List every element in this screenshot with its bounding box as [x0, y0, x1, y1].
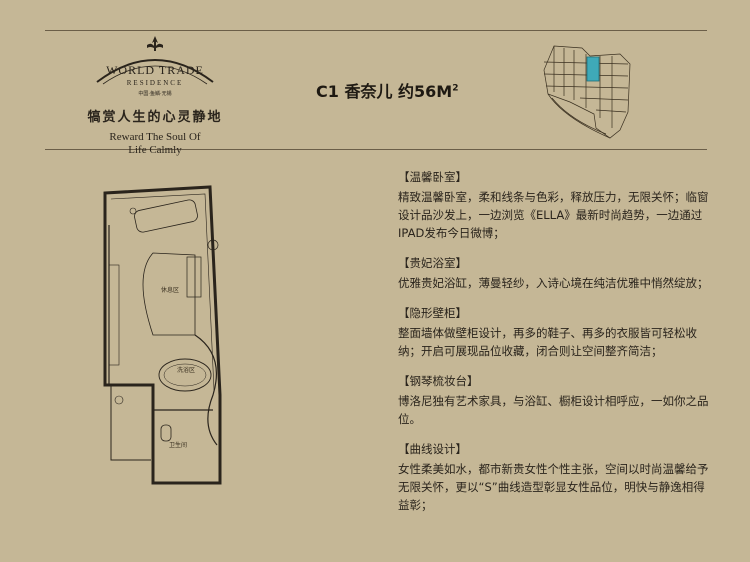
section-heading: 【隐形壁柜】	[398, 306, 467, 320]
slogan-en-line1: Reward The Soul Of	[109, 131, 201, 143]
section-body: 精致温馨卧室，柔和线条与色彩，释放压力，无限关怀；临窗设计品沙发上，一边浏览《E…	[398, 190, 709, 240]
logo-text-sub: RESIDENCE	[127, 79, 184, 87]
description-panel: 【温馨卧室】 精致温馨卧室，柔和线条与色彩，释放压力，无限关怀；临窗设计品沙发上…	[398, 168, 710, 526]
section-bathroom: 【贵妃浴室】 优雅贵妃浴缸，薄曼轻纱，入诗心境在纯洁优雅中悄然绽放；	[398, 254, 710, 292]
room-label-bedroom: 休息区	[161, 286, 179, 294]
section-wardrobe: 【隐形壁柜】 整面墙体做壁柜设计，再多的鞋子、再多的衣服皆可轻松收纳；开启可展现…	[398, 304, 710, 360]
section-body: 女性柔美如水，都市新贵女性个性主张，空间以时尚温馨给予无限关怀，更以“S”曲线造…	[398, 462, 709, 512]
section-body: 优雅贵妃浴缸，薄曼轻纱，入诗心境在纯洁优雅中悄然绽放；	[398, 276, 709, 290]
logo-text-main: WORLD TRADE	[106, 63, 204, 77]
section-heading: 【贵妃浴室】	[398, 256, 467, 270]
unit-title: C1 香奈儿 约56M2	[316, 78, 458, 102]
top-divider	[45, 30, 707, 31]
floor-plan: 休息区 洗浴区 卫生间	[103, 185, 222, 485]
highlighted-unit	[586, 56, 600, 82]
header-divider	[45, 149, 707, 150]
section-heading: 【温馨卧室】	[398, 170, 467, 184]
section-heading: 【钢琴梳妆台】	[398, 374, 479, 388]
room-label-wash: 洗浴区	[177, 366, 195, 374]
section-body: 博洛尼独有艺术家具，与浴缸、橱柜设计相呼应，一如你之品位。	[398, 394, 709, 426]
unit-title-superscript: 2	[452, 83, 459, 94]
slogan-en: Reward The Soul Of Life Calmly	[80, 131, 230, 157]
room-label-toilet: 卫生间	[169, 441, 187, 449]
section-dresser: 【钢琴梳妆台】 博洛尼独有艺术家具，与浴缸、橱柜设计相呼应，一如你之品位。	[398, 372, 710, 428]
section-bedroom: 【温馨卧室】 精致温馨卧室，柔和线条与色彩，释放压力，无限关怀；临窗设计品沙发上…	[398, 168, 710, 242]
logo-emblem: WORLD TRADE RESIDENCE 中国·鱼鳞·无锡	[96, 36, 214, 97]
unit-title-text: C1 香奈儿 约56M	[316, 82, 453, 101]
slogan-cn: 犒赏人生的心灵静地	[87, 110, 223, 125]
section-heading: 【曲线设计】	[398, 442, 467, 456]
slogan-en-line2: Life Calmly	[128, 144, 182, 156]
brand-logo: WORLD TRADE RESIDENCE 中国·鱼鳞·无锡 犒赏人生的心灵静地…	[80, 34, 230, 157]
section-curve: 【曲线设计】 女性柔美如水，都市新贵女性个性主张，空间以时尚温馨给予无限关怀，更…	[398, 440, 710, 514]
logo-text-small: 中国·鱼鳞·无锡	[138, 90, 171, 97]
section-body: 整面墙体做壁柜设计，再多的鞋子、再多的衣服皆可轻松收纳；开启可展现品位收藏，闭合…	[398, 326, 697, 358]
key-plan	[543, 45, 631, 139]
